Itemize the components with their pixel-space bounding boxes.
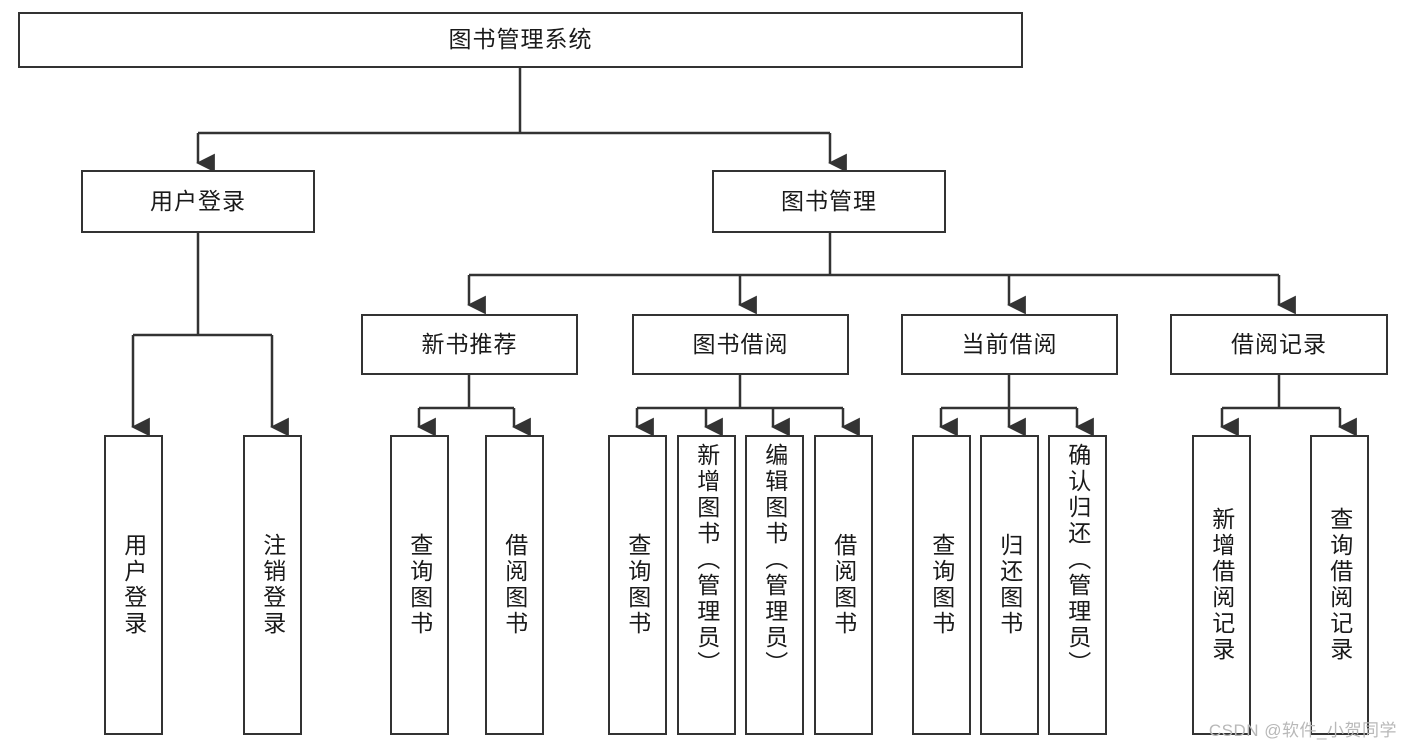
node-user-login[interactable]: 用户登录 — [81, 170, 315, 233]
node-label: 注销登录 — [259, 533, 286, 637]
leaf-record-add-record[interactable]: 新增借阅记录 — [1192, 435, 1251, 735]
leaf-current-confirm-return-admin[interactable]: 确认归还（管理员） — [1048, 435, 1107, 735]
node-label: 新增图书（管理员） — [693, 443, 720, 677]
leaf-user-login-signin[interactable]: 用户登录 — [104, 435, 163, 735]
leaf-recommend-query-book[interactable]: 查询图书 — [390, 435, 449, 735]
node-root-system[interactable]: 图书管理系统 — [18, 12, 1023, 68]
leaf-borrow-query-book[interactable]: 查询图书 — [608, 435, 667, 735]
node-book-borrow[interactable]: 图书借阅 — [632, 314, 849, 375]
leaf-record-query-record[interactable]: 查询借阅记录 — [1310, 435, 1369, 735]
node-label: 当前借阅 — [961, 330, 1058, 357]
node-label: 借阅图书 — [830, 533, 857, 637]
node-label: 用户登录 — [120, 533, 147, 637]
node-new-book-recommend[interactable]: 新书推荐 — [361, 314, 578, 375]
leaf-user-login-signout[interactable]: 注销登录 — [243, 435, 302, 735]
node-book-management[interactable]: 图书管理 — [712, 170, 946, 233]
leaf-borrow-add-book-admin[interactable]: 新增图书（管理员） — [677, 435, 736, 735]
csdn-watermark: CSDN @软件_小贺同学 — [1208, 721, 1397, 740]
node-label: 图书管理系统 — [448, 26, 593, 53]
node-label: 图书借阅 — [692, 330, 789, 357]
leaf-current-query-book[interactable]: 查询图书 — [912, 435, 971, 735]
leaf-recommend-borrow-book[interactable]: 借阅图书 — [485, 435, 544, 735]
leaf-borrow-edit-book-admin[interactable]: 编辑图书（管理员） — [745, 435, 804, 735]
node-label: 编辑图书（管理员） — [761, 443, 788, 677]
node-label: 确认归还（管理员） — [1064, 443, 1091, 677]
node-label: 用户登录 — [150, 187, 246, 214]
leaf-current-return-book[interactable]: 归还图书 — [980, 435, 1039, 735]
leaf-borrow-borrow-book[interactable]: 借阅图书 — [814, 435, 873, 735]
node-label: 查询图书 — [928, 533, 955, 637]
node-label: 查询图书 — [624, 533, 651, 637]
node-borrow-record[interactable]: 借阅记录 — [1170, 314, 1388, 375]
node-label: 借阅图书 — [501, 533, 528, 637]
node-label: 归还图书 — [996, 533, 1023, 637]
node-label: 查询图书 — [406, 533, 433, 637]
node-label: 借阅记录 — [1231, 330, 1327, 357]
node-current-borrow[interactable]: 当前借阅 — [901, 314, 1118, 375]
node-label: 新书推荐 — [421, 330, 518, 357]
node-label: 查询借阅记录 — [1326, 507, 1353, 663]
node-label: 新增借阅记录 — [1208, 507, 1235, 663]
node-label: 图书管理 — [781, 187, 877, 214]
